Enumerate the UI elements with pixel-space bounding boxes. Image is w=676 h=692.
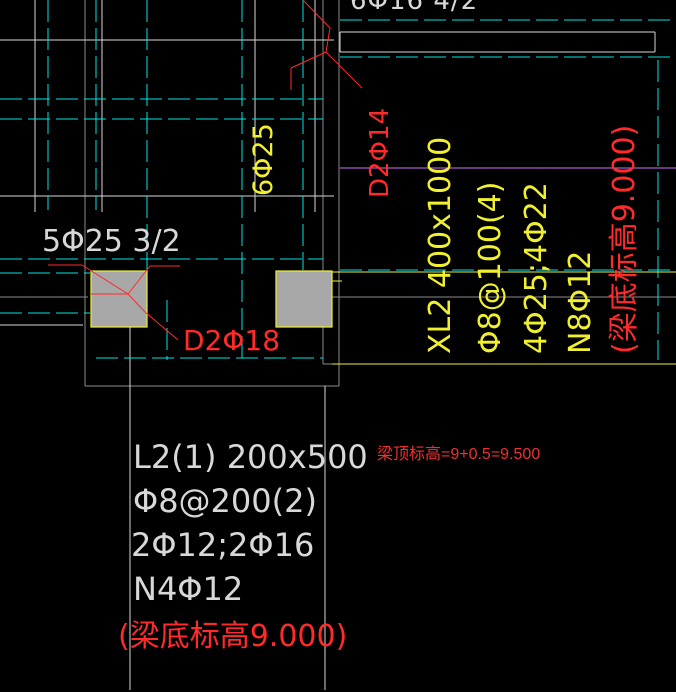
mid-red-label: D2Φ18: [183, 324, 280, 357]
column-section-left: [90, 270, 148, 328]
column-red-label: D2Φ14: [365, 108, 395, 198]
beam-l2-line4: N4Φ12: [133, 570, 243, 608]
leader-lines-red: [48, 0, 363, 341]
beam-xl2-block: XL2 400x1000 Φ8@100(4) 4Φ25;4Φ22 N8Φ12 (…: [423, 125, 642, 354]
grid-lines: [0, 0, 656, 690]
top-label: 6Φ16 4/2: [350, 0, 478, 16]
beam-xl2-line3: 4Φ25;4Φ22: [519, 182, 554, 354]
beam-lines-yellow: [332, 271, 676, 365]
left-label: 5Φ25 3/2: [42, 224, 181, 259]
beam-l2-block: L2(1) 200x500 Φ8@200(2) 2Φ12;2Φ16 N4Φ12 …: [118, 438, 368, 654]
beam-xl2-line4: N8Φ12: [563, 251, 598, 354]
column-section-right: [275, 270, 333, 328]
beam-xl2-line5: (梁底标高9.000): [607, 125, 642, 354]
axis-lines-cyan: [0, 0, 676, 360]
beam-l2-line5: (梁底标高9.000): [118, 619, 347, 654]
beam-l2-line3: 2Φ12;2Φ16: [131, 526, 314, 564]
top-elevation-annotation: 梁顶标高=9+0.5=9.500: [377, 446, 541, 463]
beam-xl2-line2: Φ8@100(4): [473, 182, 508, 354]
beam-l2-line2: Φ8@200(2): [133, 482, 317, 520]
beam-xl2-line1: XL2 400x1000: [423, 137, 458, 354]
beam-l2-line1: L2(1) 200x500: [133, 438, 368, 476]
column-label: 6Φ25: [248, 123, 279, 196]
